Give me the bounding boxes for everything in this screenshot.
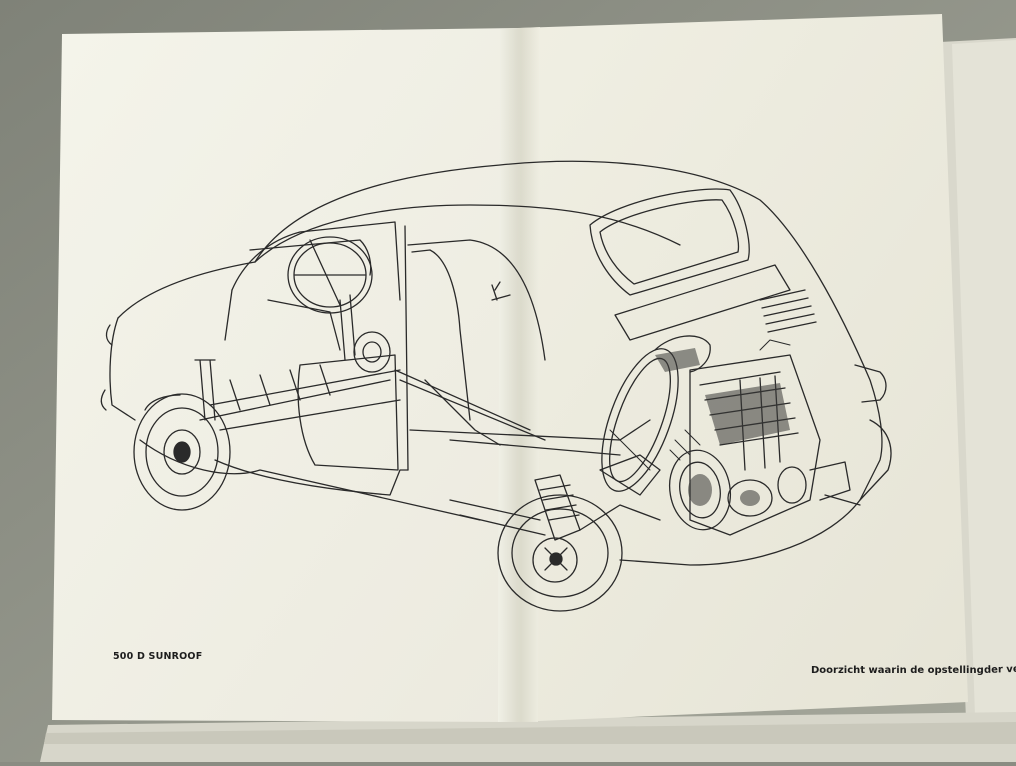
right-caption-main: Doorzicht waarin de opstelling — [811, 665, 984, 676]
left-page-caption: 500 D SUNROOF — [113, 651, 203, 662]
left-page — [52, 28, 520, 722]
next-sheet-face — [952, 40, 1016, 716]
right-page-caption: Doorzicht waarin de opstelling der versc… — [811, 661, 1016, 676]
car-cutaway-drawing — [100, 160, 892, 612]
right-page — [516, 14, 968, 722]
bottom-sheet-shadow — [44, 722, 1016, 744]
engine-shading — [655, 348, 790, 506]
page-gutter — [498, 27, 540, 722]
